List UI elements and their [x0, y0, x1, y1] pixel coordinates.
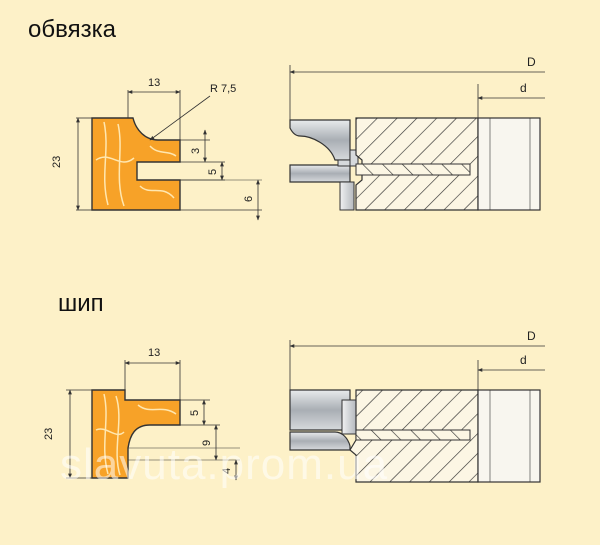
- dim-3: 3: [190, 148, 202, 154]
- dim-d-2: d: [520, 353, 527, 367]
- dim-width-2: 13: [148, 347, 160, 359]
- watermark: slavuta.prom.ua: [60, 440, 389, 489]
- dim-9: 9: [201, 440, 213, 446]
- dim-4: 4: [221, 468, 233, 474]
- dim-5-a: 5: [207, 169, 219, 175]
- profile-ship: [66, 360, 240, 481]
- dim-height-2: 23: [43, 428, 55, 440]
- section-title-ship: шип: [58, 290, 104, 317]
- dim-6: 6: [243, 196, 255, 202]
- dim-width-1: 13: [148, 77, 160, 89]
- dim-D-2: D: [527, 329, 536, 343]
- dim-d-1: d: [520, 81, 527, 95]
- profile-obvyazka: [76, 90, 262, 221]
- section-title-obvyazka: обвязка: [28, 16, 116, 43]
- dim-height-1: 23: [51, 156, 63, 168]
- dim-5-b: 5: [189, 410, 201, 416]
- cutter-obvyazka: [289, 65, 545, 211]
- cutter-ship: [289, 340, 545, 483]
- dim-D-1: D: [527, 55, 536, 69]
- dim-radius: R 7,5: [210, 83, 236, 95]
